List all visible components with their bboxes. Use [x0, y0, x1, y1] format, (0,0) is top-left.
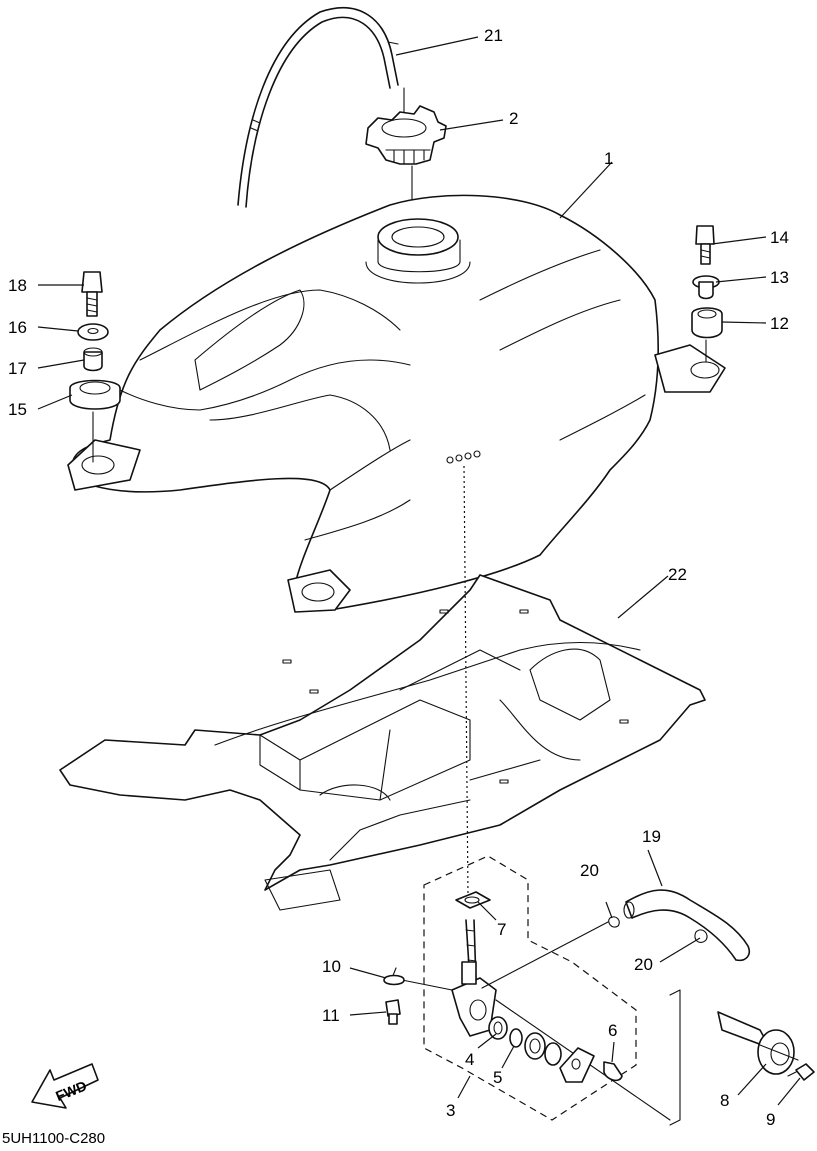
- fuel-cock-lever: [669, 989, 815, 1126]
- callout-18: 18: [8, 276, 27, 295]
- callout-14: 14: [770, 228, 789, 247]
- callout-2: 2: [509, 109, 518, 128]
- callout-6: 6: [608, 1021, 617, 1040]
- callout-19: 19: [642, 827, 661, 846]
- callout-20-lower: 20: [634, 955, 653, 974]
- callout-20-upper: 20: [580, 861, 599, 880]
- right-mount-hardware: [691, 225, 723, 363]
- callout-12: 12: [770, 314, 789, 333]
- callout-11: 11: [322, 1006, 340, 1025]
- fuel-hose: [605, 889, 751, 962]
- drawing-code: 5UH1100-C280: [2, 1130, 105, 1146]
- left-mount-hardware: [69, 271, 121, 463]
- callout-17: 17: [8, 359, 27, 378]
- callout-numbers: 21 2 1 14 13 12 18 16 17 15 22 19 20 7 2…: [8, 26, 789, 1129]
- callout-13: 13: [770, 268, 789, 287]
- fuel-tank: [67, 194, 726, 613]
- callout-3: 3: [446, 1101, 455, 1120]
- breather-hose: [237, 6, 399, 208]
- fuel-cock-center-line: [463, 465, 469, 897]
- forward-direction-arrow: FWD: [31, 1063, 99, 1109]
- callout-15: 15: [8, 400, 27, 419]
- leader-lines: [37, 36, 801, 1106]
- callout-5: 5: [493, 1068, 502, 1087]
- callout-9: 9: [766, 1110, 775, 1129]
- fuel-cock-assembly: [383, 855, 671, 1121]
- callout-10: 10: [322, 957, 341, 976]
- callout-1: 1: [604, 149, 613, 168]
- callout-7: 7: [497, 920, 506, 939]
- callout-21: 21: [484, 26, 503, 45]
- callout-4: 4: [465, 1050, 474, 1069]
- callout-16: 16: [8, 318, 27, 337]
- fuel-cap: [365, 87, 447, 211]
- callout-8: 8: [720, 1091, 729, 1110]
- tank-cover: [59, 574, 706, 911]
- callout-22: 22: [668, 565, 687, 584]
